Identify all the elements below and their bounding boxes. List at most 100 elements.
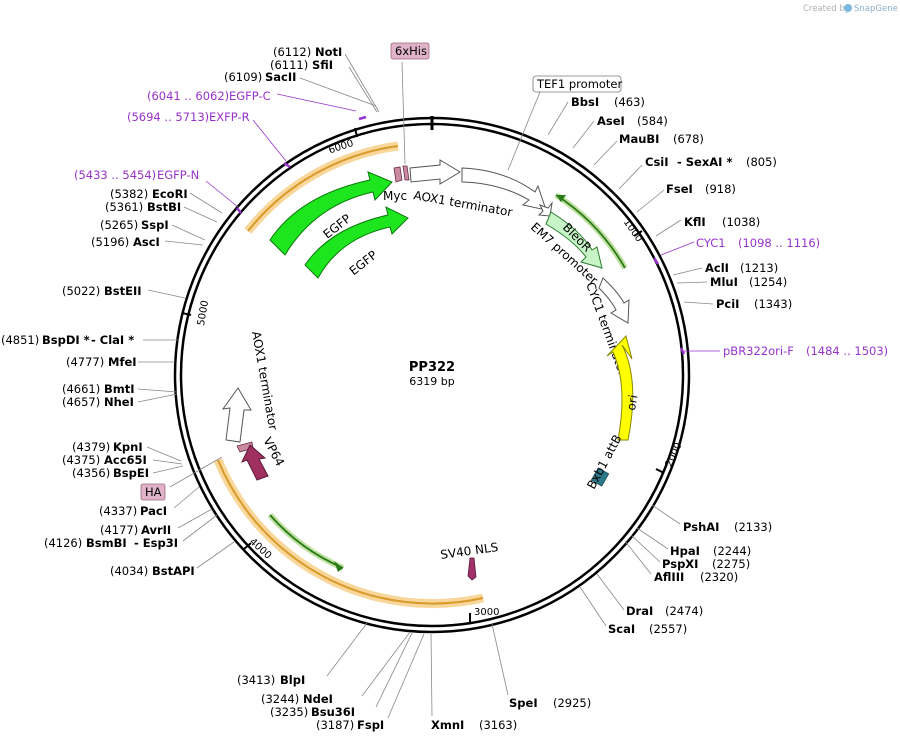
site-bsu36i[interactable]: (3235) Bsu36I xyxy=(270,632,413,719)
bleor-arrow xyxy=(545,211,603,269)
svg-text:NheI: NheI xyxy=(104,395,134,409)
site-csii[interactable]: CsiI - SexAI * (805) xyxy=(618,155,777,190)
svg-text:AflIII: AflIII xyxy=(654,570,684,584)
myc-marker xyxy=(393,166,403,183)
plasmid-size: 6319 bp xyxy=(409,375,454,388)
his-leader xyxy=(401,61,406,165)
svg-text:(1254): (1254) xyxy=(749,275,787,289)
site-bsteii[interactable]: (5022) BstEII xyxy=(62,284,186,299)
svg-text:(4851): (4851) xyxy=(1,333,39,347)
ha-tag-label: HA xyxy=(145,485,162,499)
feature-arc-green-right-line xyxy=(555,194,626,269)
svg-text:(678): (678) xyxy=(673,132,704,146)
site-ndei[interactable]: (3244) NdeI xyxy=(261,631,411,706)
svg-text:- Esp3I: - Esp3I xyxy=(134,536,178,550)
site-fsei[interactable]: FseI (918) xyxy=(636,182,736,213)
tick-5000: 5000 xyxy=(181,300,211,327)
site-drai[interactable]: DraI (2474) xyxy=(596,573,703,618)
svg-text:(3413): (3413) xyxy=(237,673,275,687)
svg-text:2000: 2000 xyxy=(664,441,685,469)
site-bspdi[interactable]: (4851) BspDI * - ClaI * xyxy=(1,333,178,347)
primer-exfp-r[interactable]: (5694 .. 5713) EXFP-R xyxy=(127,110,291,169)
svg-text:5000: 5000 xyxy=(196,300,211,327)
site-maubi[interactable]: MauBI (678) xyxy=(593,132,704,166)
svg-text:(6041 .. 6062): (6041 .. 6062) xyxy=(147,89,229,103)
site-bstbi[interactable]: (5361) BstBI xyxy=(105,200,218,223)
feature-arc-lower-region xyxy=(213,458,484,609)
svg-text:Acc65I: Acc65I xyxy=(104,453,147,467)
site-bbsi[interactable]: BbsI (463) xyxy=(547,95,645,136)
svg-text:(4657): (4657) xyxy=(62,395,100,409)
site-noti[interactable]: (6112) NotI xyxy=(273,45,380,113)
ori-arrow xyxy=(606,335,634,441)
site-paci[interactable]: (4337) PacI xyxy=(99,486,200,518)
svg-text:(2320): (2320) xyxy=(700,570,738,584)
site-mlui[interactable]: MluI (1254) xyxy=(676,275,787,289)
site-bspei[interactable]: (4356) BspEI xyxy=(72,465,184,480)
svg-text:(3235): (3235) xyxy=(270,705,308,719)
svg-text:(5022): (5022) xyxy=(62,284,100,298)
site-asei[interactable]: AseI (584) xyxy=(572,114,668,149)
sv40-nls-marker xyxy=(467,557,477,581)
svg-text:(1343): (1343) xyxy=(754,297,792,311)
primer-egfp-n[interactable]: (5433 .. 5454) EGFP-N xyxy=(74,168,242,214)
site-avrii[interactable]: (4177) AvrII xyxy=(100,508,213,537)
site-sspi[interactable]: (5265) SspI xyxy=(100,218,206,241)
site-acc65i[interactable]: (4375) Acc65I xyxy=(62,453,183,467)
egfp-inner-label: EGFP xyxy=(347,248,380,278)
site-bmti[interactable]: (4661) BmtI xyxy=(62,382,178,396)
svg-text:CYC1: CYC1 xyxy=(696,236,726,250)
site-kpni[interactable]: (4379) KpnI xyxy=(72,440,182,462)
svg-text:BstBI: BstBI xyxy=(147,200,181,214)
svg-text:MfeI: MfeI xyxy=(108,355,137,369)
svg-text:SspI: SspI xyxy=(141,218,169,232)
site-pspxi[interactable]: PspXI (2275) xyxy=(630,534,750,571)
site-aflii[interactable]: AflIII (2320) xyxy=(624,540,738,584)
svg-text:(2244): (2244) xyxy=(713,544,751,558)
svg-text:BbsI: BbsI xyxy=(571,95,599,109)
site-nhei[interactable]: (4657) NheI xyxy=(62,393,178,409)
site-ecori[interactable]: (5382) EcoRI xyxy=(110,187,223,214)
site-blpi[interactable]: (3413) BlpI xyxy=(237,622,368,687)
site-hpai[interactable]: HpaI (2244) xyxy=(636,527,751,558)
svg-text:NdeI: NdeI xyxy=(303,692,333,706)
primer-pbr322ori-f[interactable]: pBR322ori-F (1484 .. 1503) xyxy=(679,344,888,358)
his-tag-label: 6xHis xyxy=(395,44,427,58)
site-mfei[interactable]: (4777) MfeI xyxy=(66,355,175,369)
site-spei[interactable]: SpeI (2925) xyxy=(491,623,591,710)
svg-text:ScaI: ScaI xyxy=(608,622,635,636)
site-pshai[interactable]: PshAI (2133) xyxy=(651,504,772,534)
vp64-arrow xyxy=(241,444,269,481)
svg-text:MluI: MluI xyxy=(710,275,738,289)
svg-text:(4379): (4379) xyxy=(72,440,110,454)
svg-text:(2925): (2925) xyxy=(553,696,591,710)
primer-egfp-c[interactable]: (6041 .. 6062) EGFP-C xyxy=(147,89,367,121)
svg-text:MauBI: MauBI xyxy=(619,132,659,146)
svg-text:PciI: PciI xyxy=(716,297,739,311)
svg-text:XmnI: XmnI xyxy=(431,718,464,732)
svg-text:DraI: DraI xyxy=(626,604,653,618)
svg-text:(2275): (2275) xyxy=(712,557,750,571)
site-scai[interactable]: ScaI (2557) xyxy=(579,586,687,636)
site-acli[interactable]: AclI (1213) xyxy=(672,261,778,276)
svg-text:SpeI: SpeI xyxy=(509,696,538,710)
svg-text:PspXI: PspXI xyxy=(662,557,698,571)
svg-text:(4375): (4375) xyxy=(62,453,100,467)
tick-6000: 6000 xyxy=(327,127,358,156)
svg-text:BsmBI: BsmBI xyxy=(86,536,127,550)
primer-cyc1[interactable]: CYC1 (1098 .. 1116) xyxy=(652,236,820,265)
site-bstapi[interactable]: (4034) BstAPI xyxy=(110,541,235,578)
ha-tag-box xyxy=(140,483,166,501)
site-fspi[interactable]: (3187) FspI xyxy=(316,633,425,732)
site-kfli[interactable]: KflI (1038) xyxy=(655,215,760,237)
aox1-terminator-top-label: AOX1 terminator xyxy=(412,188,513,219)
site-pcii[interactable]: PciI (1343) xyxy=(683,297,792,311)
svg-text:(1098 .. 1116): (1098 .. 1116) xyxy=(738,236,820,250)
svg-text:(2557): (2557) xyxy=(649,622,687,636)
feature-arc-egfp-region-line xyxy=(247,145,399,232)
svg-text:EGFP-C: EGFP-C xyxy=(229,89,271,103)
site-bsmbi[interactable]: (4126) BsmBI - Esp3I xyxy=(44,514,218,550)
site-asci[interactable]: (5196) AscI xyxy=(91,235,204,249)
site-xmni[interactable]: XmnI (3163) xyxy=(430,633,517,732)
site-sacii[interactable]: (6109) SacII xyxy=(224,70,377,107)
